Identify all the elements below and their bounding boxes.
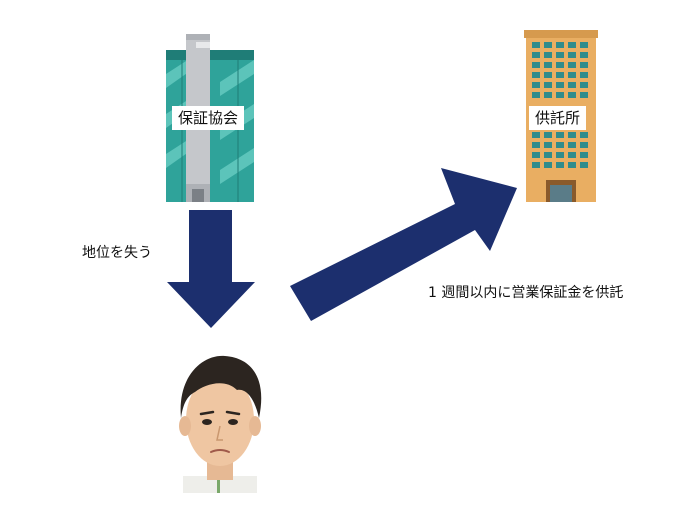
- building-window: [556, 142, 564, 148]
- association-label: 保証協会: [172, 106, 245, 130]
- building-window: [544, 152, 552, 158]
- building-window: [568, 72, 576, 78]
- building-window: [580, 72, 588, 78]
- building-window: [580, 62, 588, 68]
- building-window: [556, 92, 564, 98]
- building-window: [544, 142, 552, 148]
- deposit-caption: 1 週間以内に営業保証金を供託: [428, 285, 624, 301]
- building-window: [532, 92, 540, 98]
- deposit-office-building: 供託所: [522, 30, 600, 202]
- building-window: [556, 162, 564, 168]
- building-window: [544, 162, 552, 168]
- building-window: [568, 62, 576, 68]
- building-window: [556, 62, 564, 68]
- building-window: [568, 132, 576, 138]
- deposit-office-label: 供託所: [529, 106, 587, 130]
- building-window: [544, 52, 552, 58]
- building-window: [556, 152, 564, 158]
- person-avatar-icon: [179, 355, 262, 493]
- building-window: [568, 162, 576, 168]
- building-window: [532, 72, 540, 78]
- building-window: [580, 152, 588, 158]
- building-window: [556, 42, 564, 48]
- association-building: 保証協会: [160, 34, 260, 204]
- building-window: [568, 142, 576, 148]
- building-window: [532, 152, 540, 158]
- building-window: [532, 82, 540, 88]
- building-window: [580, 82, 588, 88]
- building-window: [556, 132, 564, 138]
- building-window: [568, 82, 576, 88]
- building-window: [568, 92, 576, 98]
- building-window: [532, 132, 540, 138]
- building-window: [544, 62, 552, 68]
- building-window: [544, 42, 552, 48]
- building-window: [556, 72, 564, 78]
- building-window: [544, 72, 552, 78]
- building-window: [544, 82, 552, 88]
- down-arrow-icon: [167, 210, 255, 328]
- building-window: [580, 42, 588, 48]
- building-window: [544, 92, 552, 98]
- building-window: [556, 52, 564, 58]
- building-window: [580, 132, 588, 138]
- building-window: [532, 142, 540, 148]
- building-window: [580, 162, 588, 168]
- lose-status-caption: 地位を失う: [82, 245, 152, 261]
- building-window: [568, 52, 576, 58]
- diagonal-arrow-icon: [290, 168, 517, 321]
- building-window: [568, 42, 576, 48]
- building-window: [556, 82, 564, 88]
- building-window: [568, 152, 576, 158]
- building-window: [580, 142, 588, 148]
- building-window: [580, 52, 588, 58]
- building-window: [532, 162, 540, 168]
- building-window: [532, 42, 540, 48]
- building-window: [580, 92, 588, 98]
- building-window: [532, 62, 540, 68]
- building-window: [532, 52, 540, 58]
- building-window: [544, 132, 552, 138]
